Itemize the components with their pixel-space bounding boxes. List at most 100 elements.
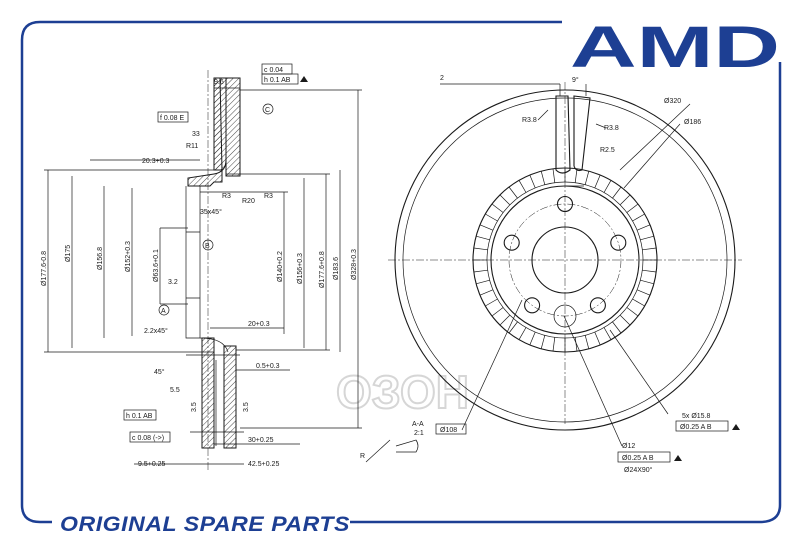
vent-rib	[626, 307, 639, 317]
vent-rib	[574, 168, 578, 183]
dim-label: 0.5+0.3	[256, 363, 280, 370]
bolt-hole	[503, 234, 520, 251]
svg-text:B: B	[205, 243, 210, 250]
bolt-hole	[524, 297, 541, 314]
dim-label: R11	[186, 143, 198, 150]
view-label: 2	[440, 75, 444, 82]
vent-rib	[594, 331, 601, 346]
datum-marker: A	[158, 304, 170, 316]
svg-text:f 0.08 E: f 0.08 E	[160, 115, 184, 122]
dim-label: 20+0.3	[248, 321, 270, 328]
vent-rib	[626, 203, 639, 213]
dim-label: R3	[264, 193, 273, 200]
view-label: R3.8	[522, 117, 537, 124]
vent-rib	[508, 186, 518, 199]
section-view: c 0.04 h 0.1 AB f 0.08 E h 0.1 AB c 0.08…	[41, 63, 362, 470]
drawing-frame	[20, 20, 782, 524]
svg-text:h 0.1 AB: h 0.1 AB	[264, 77, 291, 84]
svg-text:Ø0.25 A B: Ø0.25 A B	[622, 455, 654, 462]
bolt-hole	[589, 297, 606, 314]
dim-frame: Ø108	[435, 423, 467, 435]
vent-rib	[612, 321, 622, 334]
view-label: 5x Ø15.8	[682, 413, 711, 420]
section-detail: A-A 2:1 R	[360, 421, 424, 463]
vent-rib	[485, 298, 498, 307]
tolerance-frame: h 0.1 AB	[123, 409, 157, 421]
dim-label: R20	[242, 198, 255, 205]
vent-rib	[632, 298, 645, 307]
datum-marker: B	[202, 239, 214, 251]
vent-rib	[518, 327, 527, 340]
vent-rib	[603, 180, 612, 193]
footer-label: ORIGINAL SPARE PARTS	[52, 508, 350, 536]
svg-text:2:1: 2:1	[414, 430, 424, 437]
front-view: 2 9° Ø320 R3.8 R3.8 Ø186 R2.5 Ø108 5x Ø1…	[360, 75, 742, 474]
tolerance-frame: c 0.08 (->)	[129, 431, 171, 443]
vent-rib	[518, 180, 527, 193]
tolerance-frame: Ø0.25 A B	[675, 420, 740, 432]
vent-rib	[479, 289, 494, 296]
vent-rib	[552, 337, 556, 352]
vent-rib	[574, 337, 578, 352]
dim-label: Ø177.6-0.8	[41, 251, 48, 286]
svg-text:C: C	[265, 107, 270, 114]
dim-label: 45°	[154, 368, 165, 376]
dim-label: Ø156.8	[97, 247, 104, 270]
dim-label: Ø328+0.3	[351, 249, 358, 280]
dim-label: Ø156+0.3	[297, 253, 304, 284]
vent-rib	[473, 269, 488, 273]
brand-logo: AMD	[570, 15, 780, 80]
bolt-hole-boss	[553, 304, 577, 328]
vent-rib	[499, 194, 511, 206]
dim-label: 3.5	[243, 402, 250, 412]
vent-rib	[640, 279, 654, 285]
view-label: R2.5	[600, 147, 615, 154]
vent-rib	[584, 171, 590, 185]
vent-rib	[636, 224, 651, 231]
tolerance-frame: c 0.04 h 0.1 AB	[261, 63, 308, 85]
vent-rib	[642, 269, 657, 273]
dim-label: Ø63.6+0.1	[153, 249, 160, 282]
svg-text:c 0.08 (->): c 0.08 (->)	[132, 435, 164, 442]
bolt-hole	[610, 234, 627, 251]
bolt-hole	[556, 195, 574, 213]
view-label: Ø186	[684, 119, 701, 126]
svg-text:A: A	[161, 308, 166, 315]
vent-rib	[529, 174, 536, 189]
dim-label: Ø140+0.2	[277, 251, 284, 282]
dim-label: 42.5+0.25	[248, 461, 279, 468]
vent-rib	[476, 279, 490, 285]
vent-rib	[499, 314, 511, 326]
svg-text:Ø108: Ø108	[440, 427, 457, 434]
svg-text:A-A: A-A	[412, 421, 424, 428]
vent-rib	[540, 171, 546, 185]
dim-label: 9.5+0.25	[138, 461, 166, 468]
dim-label: R3	[222, 193, 231, 200]
svg-text:ORIGINAL SPARE PARTS: ORIGINAL SPARE PARTS	[60, 513, 350, 536]
vent-rib	[603, 327, 612, 340]
svg-text:c 0.04: c 0.04	[264, 67, 283, 74]
dim-label: Ø175	[65, 245, 72, 262]
svg-text:AMD: AMD	[570, 15, 780, 80]
view-label: Ø320	[664, 98, 681, 105]
vent-rib	[473, 247, 488, 251]
dim-label: 3.2	[168, 279, 178, 286]
vent-rib	[508, 321, 518, 334]
vent-rib	[642, 247, 657, 251]
dim-label: 3.5	[191, 402, 198, 412]
dim-label: 9.6	[214, 79, 224, 86]
dim-label: 5.5	[170, 387, 180, 394]
surface-mark: R	[360, 453, 365, 460]
vent-rib	[632, 213, 645, 222]
vent-rib	[479, 224, 494, 231]
dim-label: 20.3+0.3	[142, 158, 170, 165]
tolerance-frame: f 0.08 E	[157, 111, 189, 123]
dim-label: 33	[192, 131, 200, 138]
vent-rib	[491, 203, 504, 213]
vent-rib	[529, 331, 536, 346]
dim-label: 30+0.25	[248, 437, 274, 444]
datum-marker: C	[262, 103, 274, 115]
vent-rib	[636, 289, 651, 296]
view-label: R3.8	[604, 125, 619, 132]
